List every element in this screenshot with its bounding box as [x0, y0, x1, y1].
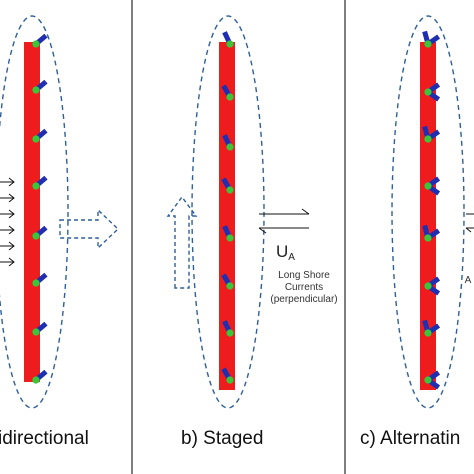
note-line-3: (perpendicular) [270, 294, 338, 305]
caption-panel-b: b) Staged [181, 428, 264, 449]
turbine-2 [222, 134, 234, 151]
turbine-0 [422, 30, 441, 48]
wake-direction-arrow-right [59, 208, 120, 250]
caption-panel-a: idirectional [0, 428, 89, 449]
turbine-hub [226, 93, 234, 101]
note-line-1: Long Shore [278, 270, 330, 281]
longshore-currents-note: Long Shore Currents (perpendicular) [258, 270, 350, 306]
turbine-2 [422, 125, 441, 143]
current-velocity-label: UA [276, 242, 295, 263]
turbine-2 [32, 128, 48, 143]
turbine-hub [424, 40, 432, 48]
turbine-5 [424, 276, 441, 296]
clipped-current-arrows [465, 213, 474, 233]
turbine-3 [221, 177, 234, 194]
turbine-hub [424, 88, 432, 96]
clipped-note-fragment: A [464, 275, 472, 286]
turbine-hub [226, 40, 234, 48]
turbine-hub [32, 182, 40, 190]
turbine-hub [424, 234, 432, 242]
turbine-0 [32, 33, 48, 48]
turbine-hub [226, 282, 234, 290]
incoming-flow-arrows [0, 177, 15, 267]
turbine-4 [422, 224, 441, 242]
turbine-7 [424, 370, 441, 390]
turbine-hub [32, 279, 40, 287]
note-line-2: Currents [284, 282, 324, 293]
flow-arrow-head [8, 177, 15, 187]
turbine-4 [32, 225, 48, 240]
turbine-hub [226, 143, 234, 151]
turbine-hub [32, 328, 40, 336]
turbine-hub [424, 135, 432, 143]
turbine-5 [32, 272, 48, 287]
turbine-hub [32, 232, 40, 240]
turbine-7 [221, 367, 234, 384]
turbine-hub [226, 329, 234, 337]
array-boundary-ellipse-c [391, 15, 465, 409]
turbine-7 [32, 369, 48, 384]
turbine-hub [424, 376, 432, 384]
turbine-hub [226, 376, 234, 384]
array-boundary-ellipse-b [191, 15, 265, 409]
turbine-hub [226, 186, 234, 194]
caption-panel-c: c) Alternatin [360, 428, 461, 449]
flow-arrow-head [8, 225, 15, 235]
current-symbol: U [276, 242, 289, 261]
support-bar-a [24, 42, 40, 382]
turbine-hub [424, 282, 432, 290]
flow-arrow-head [8, 257, 15, 267]
flow-arrow-head [8, 209, 15, 219]
turbine-hub [226, 234, 234, 242]
turbine-3 [32, 175, 48, 190]
turbine-hub [32, 86, 40, 94]
turbine-array-a [32, 33, 48, 384]
turbine-1 [221, 84, 234, 101]
turbine-6 [222, 320, 234, 337]
turbine-1 [32, 79, 48, 94]
turbine-3 [424, 176, 441, 196]
turbine-hub [424, 329, 432, 337]
turbine-hub [32, 40, 40, 48]
turbine-5 [221, 273, 234, 290]
turbine-hub [424, 182, 432, 190]
flow-arrow-head [8, 193, 15, 203]
turbine-hub [32, 135, 40, 143]
turbine-hub [32, 376, 40, 384]
turbine-array-b [221, 31, 234, 384]
current-subscript: A [288, 252, 295, 263]
turbine-0 [222, 31, 234, 48]
array-boundary-ellipse-a [0, 15, 69, 409]
turbine-6 [32, 321, 48, 336]
turbine-1 [424, 82, 441, 102]
bidirectional-current-arrows [258, 208, 310, 234]
support-bar-b [219, 42, 235, 390]
flow-arrow-head [8, 241, 15, 251]
turbine-array-c [422, 30, 441, 390]
turbine-6 [422, 319, 441, 337]
wake-direction-arrow-up [166, 195, 198, 289]
turbine-4 [222, 225, 234, 242]
